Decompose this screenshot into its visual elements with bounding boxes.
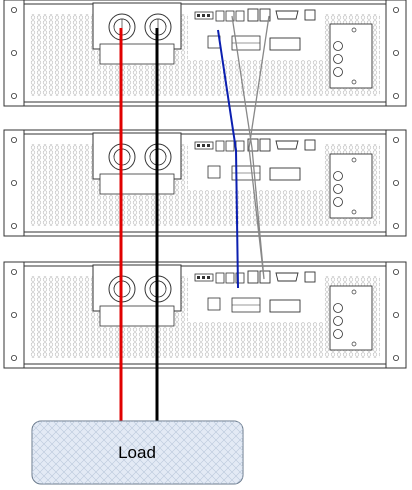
power-supply-unit-1	[3, 0, 407, 107]
power-supply-unit-2	[3, 129, 407, 237]
load-box: Load	[31, 420, 244, 485]
load-label: Load	[118, 443, 156, 462]
sense-loop-wire	[231, 15, 270, 280]
power-supply-unit-3	[3, 261, 407, 369]
parallel-signal-wire	[217, 29, 239, 289]
